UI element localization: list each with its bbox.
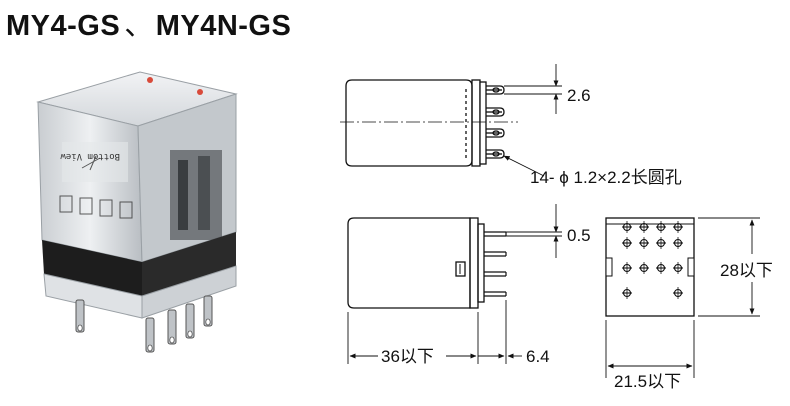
height-dimension: 28以下 <box>720 261 773 280</box>
relay-photo: Bottom View <box>36 71 238 353</box>
side-view-pins <box>484 231 507 297</box>
page-title: MY4-GS、MY4N-GS <box>6 2 291 44</box>
pin-row-1 <box>622 222 683 232</box>
top-view-drawing <box>340 64 562 177</box>
width-dimension: 21.5以下 <box>614 372 681 391</box>
relay-internal-coil <box>170 150 222 240</box>
title-separator: 、 <box>124 10 154 42</box>
bottom-view-pin-grid <box>622 221 683 299</box>
body-length-dimension: 36以下 <box>381 347 434 366</box>
relay-base-side <box>142 232 236 296</box>
side-view-flange <box>469 217 479 309</box>
side-view-body <box>347 217 471 309</box>
side-view-drawing <box>347 204 562 364</box>
relay-contact-diagram <box>59 155 133 219</box>
pin-pitch-dimension: 2.6 <box>567 86 591 105</box>
bottom-view-label: Bottom View <box>60 151 120 161</box>
bottom-view-drawing <box>605 217 760 378</box>
pin-thickness-dimension: 0.5 <box>567 226 591 245</box>
relay-pins <box>75 295 213 353</box>
relay-base-front <box>42 240 142 296</box>
model-name-2: MY4N-GS <box>155 10 292 42</box>
top-view-pins <box>486 85 505 159</box>
pin-row-2 <box>622 238 683 248</box>
pin-row-3 <box>622 263 683 273</box>
top-view-body <box>345 79 473 167</box>
hole-spec-annotation: 14- ϕ 1.2×2.2长圆孔 <box>530 168 682 187</box>
pin-row-coil <box>622 288 683 298</box>
model-name-1: MY4-GS <box>6 10 121 42</box>
top-view-flange <box>471 79 481 167</box>
pin-length-dimension: 6.4 <box>526 347 550 366</box>
